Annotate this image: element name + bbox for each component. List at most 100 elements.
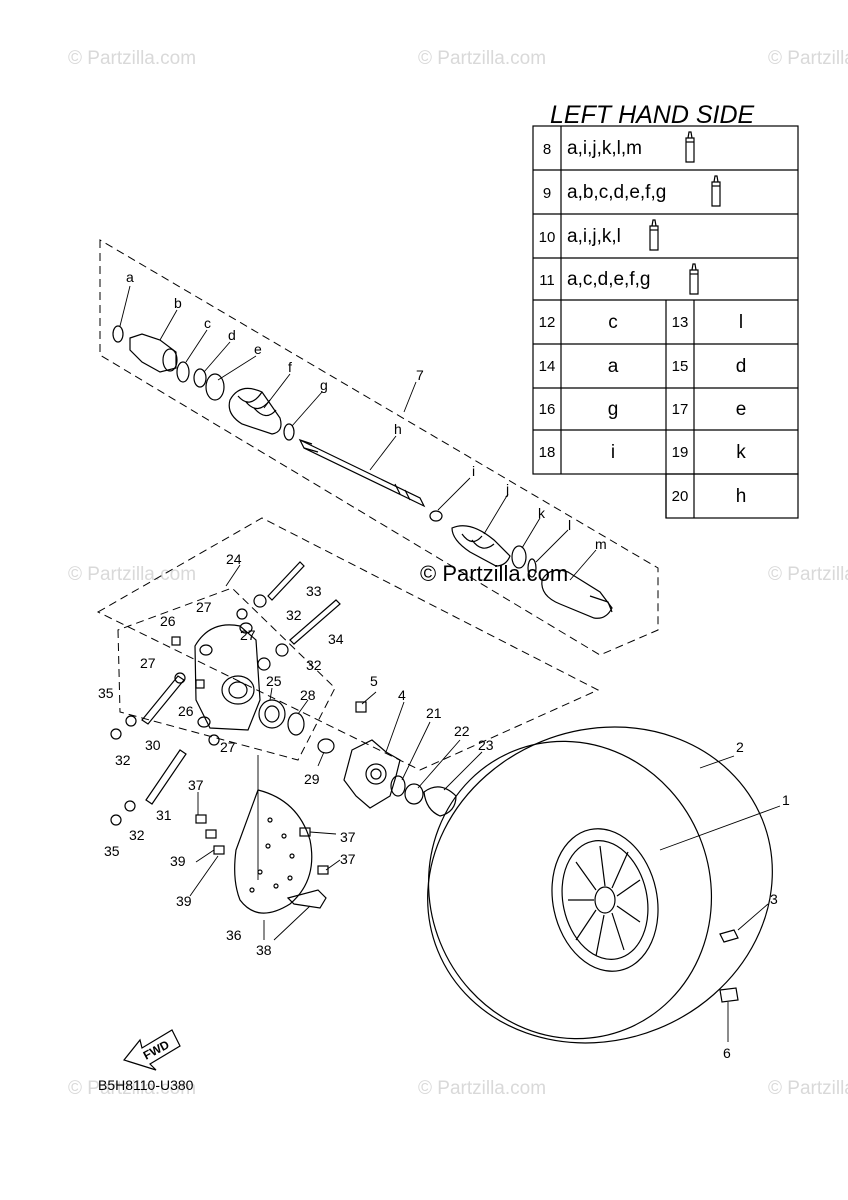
callout-label: 23 bbox=[478, 737, 494, 753]
callout-label: 26 bbox=[160, 613, 176, 629]
callout-label: 34 bbox=[328, 631, 344, 647]
brake-disc bbox=[234, 789, 313, 914]
callout-label: 38 bbox=[256, 942, 272, 958]
grease-tube-icon bbox=[649, 219, 659, 251]
callout-label: 37 bbox=[340, 851, 356, 867]
left-hand-side-table: LEFT HAND SIDE 8 a,i,j,k,l,m 9 a,b,c,d,e… bbox=[532, 101, 799, 519]
callout-label: j bbox=[505, 481, 509, 497]
callout-label: 30 bbox=[145, 737, 161, 753]
table-kit-value: a,b,c,d,e,f,g bbox=[567, 182, 666, 203]
table-pair-value: k bbox=[736, 442, 746, 463]
callout-label: 36 bbox=[226, 927, 242, 943]
callout-label: 39 bbox=[170, 853, 186, 869]
table-kit-num: 8 bbox=[543, 141, 551, 158]
watermark-bottom-center: © Partzilla.com bbox=[418, 1078, 546, 1099]
wheel-and-tire bbox=[427, 726, 773, 1044]
diagram-code: B5H8110-U380 bbox=[98, 1077, 194, 1093]
callout-label: i bbox=[472, 463, 475, 479]
watermark-mid-left: © Partzilla.com bbox=[68, 564, 196, 585]
callout-label: 32 bbox=[115, 752, 131, 768]
table-pair-value: l bbox=[739, 312, 743, 333]
grease-tube-icon bbox=[685, 131, 695, 163]
table-pair-num: 16 bbox=[539, 401, 556, 418]
grease-tube-icon bbox=[711, 175, 721, 207]
callout-label: 33 bbox=[306, 583, 322, 599]
callout-label: 21 bbox=[426, 705, 442, 721]
forward-arrow-icon: FWD bbox=[122, 1029, 181, 1071]
table-kit-value: a,c,d,e,f,g bbox=[567, 269, 650, 290]
callout-label: 6 bbox=[723, 1045, 731, 1061]
callout-label: 27 bbox=[196, 599, 212, 615]
table-pair-value: c bbox=[608, 312, 618, 333]
bearing bbox=[258, 699, 286, 729]
callout-label: h bbox=[394, 421, 402, 437]
callout-label: d bbox=[228, 327, 236, 343]
watermark-mid-right: © Partzilla.com bbox=[768, 564, 848, 585]
callout-label: l bbox=[568, 517, 571, 533]
callout-label: m bbox=[595, 536, 607, 552]
table-pair-num: 13 bbox=[672, 314, 689, 331]
table-kit-num: 9 bbox=[543, 185, 551, 202]
brake-bracket bbox=[286, 889, 327, 909]
callout-labels: 1 2 3 4 5 6 7 21 22 23 24 25 26 26 27 27… bbox=[98, 269, 790, 1061]
callout-label: f bbox=[288, 359, 292, 375]
callout-label: k bbox=[538, 505, 546, 521]
callout-label: 39 bbox=[176, 893, 192, 909]
callout-label: 2 bbox=[736, 739, 744, 755]
table-pair-value: d bbox=[736, 356, 747, 377]
table-kit-num: 11 bbox=[539, 272, 555, 289]
watermark-bottom-right: © Partzilla.com bbox=[768, 1078, 848, 1099]
callout-label: c bbox=[204, 315, 211, 331]
callout-label: 4 bbox=[398, 687, 406, 703]
table-pair-value: a bbox=[608, 356, 619, 377]
callout-label: 32 bbox=[286, 607, 302, 623]
callout-label: 35 bbox=[98, 685, 114, 701]
callout-label: g bbox=[320, 377, 328, 393]
table-pair-value: e bbox=[736, 399, 747, 420]
watermark-bottom-left: © Partzilla.com bbox=[68, 1078, 196, 1099]
callout-label: 25 bbox=[266, 673, 282, 689]
callout-label: 27 bbox=[140, 655, 156, 671]
callout-label: 22 bbox=[454, 723, 470, 739]
table-pair-num: 15 bbox=[672, 358, 689, 375]
callout-label: 24 bbox=[226, 551, 242, 567]
callout-label: 7 bbox=[416, 367, 424, 383]
table-kit-value: a,i,j,k,l bbox=[567, 226, 621, 247]
circlip bbox=[287, 712, 305, 736]
callout-label: 1 bbox=[782, 792, 790, 808]
callout-label: b bbox=[174, 295, 182, 311]
callout-label: 31 bbox=[156, 807, 172, 823]
fwd-label: FWD bbox=[141, 1037, 172, 1062]
table-pair-num: 12 bbox=[539, 314, 556, 331]
table-pair-num: 14 bbox=[539, 358, 556, 375]
table-pair-value: h bbox=[736, 486, 747, 507]
callout-label: 32 bbox=[129, 827, 145, 843]
knuckle bbox=[194, 622, 261, 731]
callout-label: 27 bbox=[220, 739, 236, 755]
table-title: LEFT HAND SIDE bbox=[550, 101, 755, 129]
callout-label: 29 bbox=[304, 771, 320, 787]
callout-label: 5 bbox=[370, 673, 378, 689]
callout-label: a bbox=[126, 269, 134, 285]
watermark-top-right: © Partzilla.com bbox=[768, 48, 848, 69]
drive-shaft-assembly bbox=[99, 239, 659, 656]
grease-tube-icon bbox=[689, 263, 699, 295]
callout-label: 37 bbox=[188, 777, 204, 793]
table-kit-value: a,i,j,k,l,m bbox=[567, 138, 642, 159]
callout-label: 35 bbox=[104, 843, 120, 859]
watermark-top-left: © Partzilla.com bbox=[68, 48, 196, 69]
watermark-top-center: © Partzilla.com bbox=[418, 48, 546, 69]
table-kit-num: 10 bbox=[539, 229, 556, 246]
table-pair-value: i bbox=[611, 442, 615, 463]
leader-lines bbox=[119, 285, 781, 1042]
table-pair-num: 18 bbox=[539, 444, 556, 461]
callout-label: 26 bbox=[178, 703, 194, 719]
table-pair-value: g bbox=[608, 399, 619, 420]
callout-label: 3 bbox=[770, 891, 778, 907]
table-pair-num: 20 bbox=[672, 488, 689, 505]
callout-label: 37 bbox=[340, 829, 356, 845]
wheel-hub bbox=[343, 739, 401, 809]
table-pair-num: 19 bbox=[672, 444, 689, 461]
